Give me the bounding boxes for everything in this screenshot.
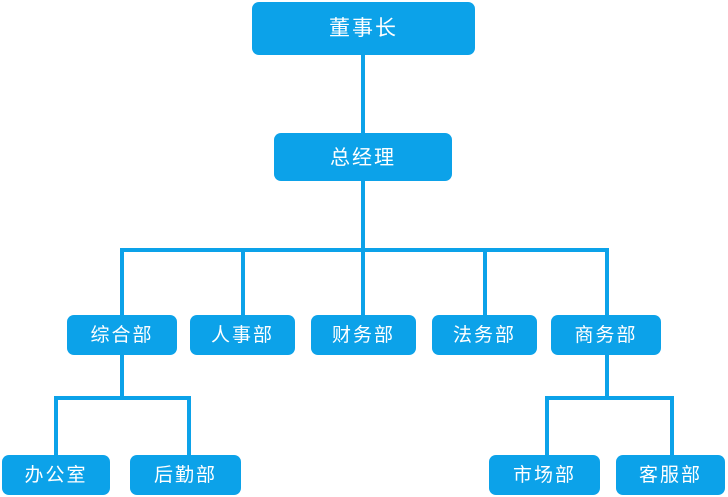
connector-drop-finance (361, 248, 365, 315)
node-legal[interactable]: 法务部 (432, 315, 537, 355)
node-business[interactable]: 商务部 (551, 315, 661, 355)
connector-drop-customer-service (670, 396, 674, 455)
connector-drop-business (605, 248, 609, 315)
node-customer-service[interactable]: 客服部 (616, 455, 725, 495)
connector-business-stem (605, 355, 609, 400)
connector-drop-general-affairs (120, 248, 124, 315)
node-general-affairs[interactable]: 综合部 (67, 315, 177, 355)
connector-bus-business-children (545, 396, 674, 400)
connector-drop-office (54, 396, 58, 455)
connector-chairman-to-general-manager (361, 55, 365, 133)
node-logistics[interactable]: 后勤部 (130, 455, 241, 495)
node-finance[interactable]: 财务部 (311, 315, 416, 355)
connector-general-manager-stem (361, 181, 365, 252)
connector-drop-marketing (545, 396, 549, 455)
connector-drop-logistics (187, 396, 191, 455)
connector-drop-legal (483, 248, 487, 315)
connector-general-affairs-stem (120, 355, 124, 400)
node-human-resources[interactable]: 人事部 (190, 315, 295, 355)
node-chairman[interactable]: 董事长 (252, 2, 475, 55)
node-office[interactable]: 办公室 (2, 455, 110, 495)
node-general-manager[interactable]: 总经理 (274, 133, 452, 181)
connector-drop-human-resources (241, 248, 245, 315)
node-marketing[interactable]: 市场部 (489, 455, 600, 495)
connector-bus-general-affairs-children (54, 396, 191, 400)
